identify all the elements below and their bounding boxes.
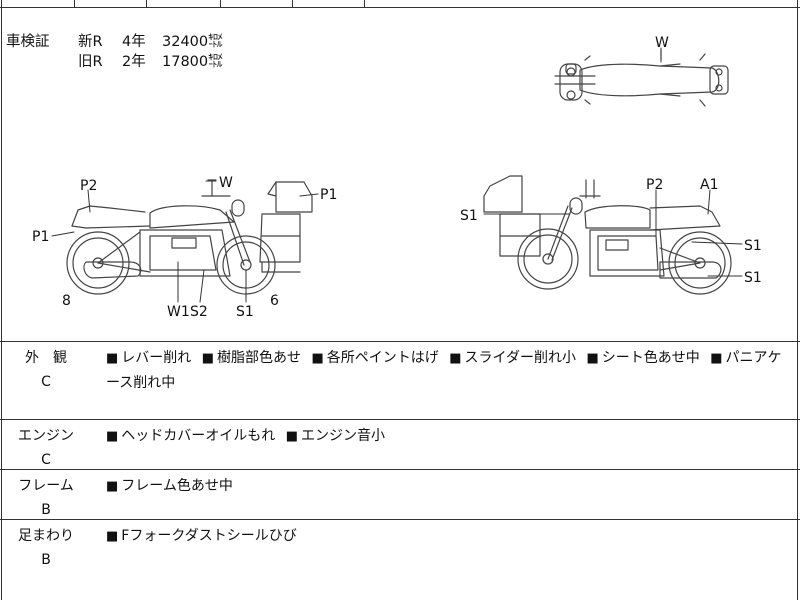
top-table-strip [0,0,800,8]
section-divider [0,469,800,470]
condition-item: パニアケース削れ中 [106,350,782,391]
top-table-divider [220,0,221,8]
top-table-line [0,7,800,8]
label-top-w: W [655,35,669,51]
condition-grade: B [41,552,51,568]
label-right-a1: A1 [700,177,718,193]
condition-grade: C [41,452,51,468]
condition-label: 外 観 C [0,346,92,394]
condition-item: 樹脂部色あせ [217,350,302,366]
label-left-p1: P1 [32,229,49,245]
condition-label: 足まわり B [0,524,92,572]
condition-item: レバー削れ [121,350,192,366]
label-right-s1-case: S1 [460,208,478,224]
label-left-p2: P2 [80,178,97,194]
motorcycle-top-view [554,49,729,107]
label-left-w: W [219,175,233,191]
condition-items: ■フレーム色あせ中 [106,478,233,494]
label-left-s1: S1 [236,304,254,320]
inspection-row-new: 車検証 新R 4年 32400㌖ [6,32,223,52]
label-right-p2: P2 [646,177,663,193]
inspection-title: 車検証 [6,34,50,50]
condition-grade: B [41,502,51,518]
condition-item: シート色あせ中 [601,350,700,366]
condition-label: フレーム B [0,474,92,522]
motorcycle-left-view [66,179,313,295]
label-left-6: 6 [270,293,279,309]
label-left-s2: S2 [190,304,208,320]
top-table-divider [364,0,365,8]
damage-diagram: W P2 P1 W P1 8 W1 S2 S1 6 S1 P2 A1 S1 S1 [32,35,762,320]
top-table-divider [74,0,75,8]
inspection-years: 4年 [122,34,146,50]
condition-item: スライダー削れ小 [464,350,576,366]
condition-grade: C [41,374,51,390]
inspection-years: 2年 [122,54,146,70]
inspection-kind: 旧R [78,54,103,70]
label-left-8: 8 [62,293,71,309]
inspection-distance: 32400㌖ [162,34,223,50]
condition-item: Fフォークダストシールひび [121,528,297,544]
leader-lines [51,47,743,303]
top-table-divider [146,0,147,8]
condition-item: エンジン音小 [301,428,386,444]
section-divider [0,519,800,520]
inspection-kind: 新R [78,34,103,50]
label-right-s1-a: S1 [744,238,762,254]
condition-items: ■Fフォークダストシールひび [106,528,297,544]
condition-item: 各所ペイントはげ [326,350,439,366]
top-table-divider [292,0,293,8]
label-right-s1-b: S1 [744,270,762,286]
label-left-w1: W1 [167,304,190,320]
condition-items: ■レバー削れ ■樹脂部色あせ ■各所ペイントはげ ■スライダー削れ小 ■シート色… [106,350,782,391]
condition-item: ヘッドカバーオイルもれ [121,428,276,444]
section-divider [0,419,800,420]
inspection-info: 車検証 新R 4年 32400㌖ 旧R 2年 17800㌖ [6,32,223,72]
condition-label: エンジン C [0,424,92,472]
condition-item: フレーム色あせ中 [121,478,233,494]
motorcycle-right-view [483,175,732,295]
inspection-distance: 17800㌖ [162,54,223,70]
inspection-row-old: 旧R 2年 17800㌖ [6,52,223,72]
section-divider [0,341,800,342]
label-left-p1-case: P1 [320,187,337,203]
condition-items: ■ヘッドカバーオイルもれ ■エンジン音小 [106,428,386,444]
